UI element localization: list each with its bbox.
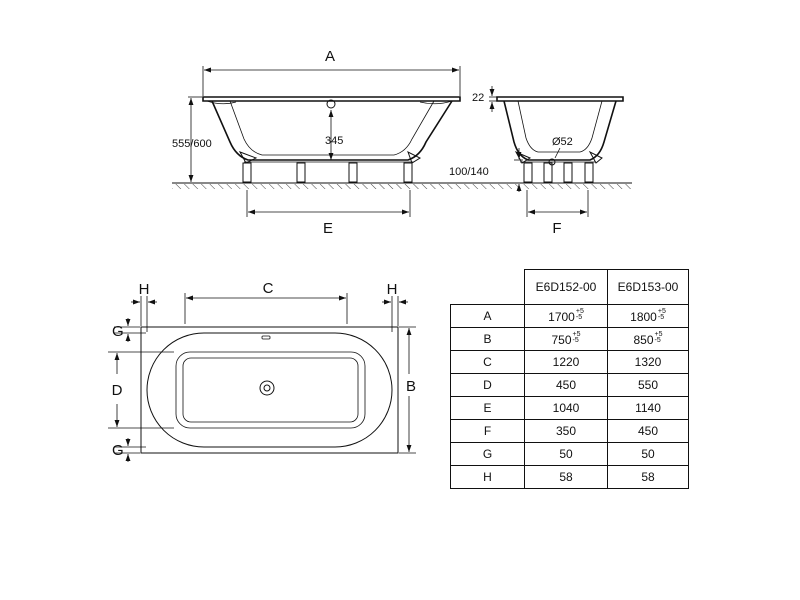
- table-value: 1220: [552, 355, 580, 369]
- table-value: 1700: [548, 309, 575, 324]
- table-header-blank: [450, 269, 525, 305]
- table-value: 58: [641, 470, 655, 484]
- tolerance-minus: -5: [575, 313, 583, 321]
- dimension-c-label: C: [263, 280, 274, 297]
- dimension-d-label: D: [112, 382, 123, 399]
- dimension-f-label: F: [552, 220, 561, 237]
- table-value: 1800: [630, 309, 657, 324]
- table-row: D 450 550: [450, 373, 689, 397]
- table-value-cell: 1220: [524, 350, 608, 374]
- table-value: 1040: [552, 401, 580, 415]
- pipe-diameter-label: Ø52: [552, 136, 573, 148]
- table-value: 350: [555, 424, 577, 438]
- table-value-cell: 50: [524, 442, 608, 466]
- table-value: 1140: [635, 401, 661, 415]
- tolerance-label: +5-5: [657, 307, 666, 321]
- table-dim-cell: C: [450, 350, 525, 374]
- table-value: 1320: [634, 355, 662, 369]
- rim-label: 22: [472, 92, 484, 104]
- plan-basin-outer: [175, 351, 366, 429]
- tolerance-minus: -5: [654, 336, 661, 344]
- table-value-cell: 850+5-5: [607, 327, 689, 351]
- side-legs: [242, 162, 413, 183]
- table-row: C 1220 1320: [450, 350, 689, 374]
- table-value-cell: 450: [524, 373, 608, 397]
- table-value-cell: 1700+5-5: [524, 304, 608, 328]
- table-value-cell: 58: [607, 465, 689, 489]
- table-value: 450: [637, 424, 659, 438]
- table-value: 50: [559, 447, 573, 461]
- table-value-cell: 1800+5-5: [607, 304, 689, 328]
- dimension-h-right-label: H: [387, 281, 398, 298]
- overflow-icon: [326, 99, 336, 109]
- dimension-g-top-label: G: [112, 323, 124, 340]
- tolerance-label: +5-5: [654, 330, 663, 344]
- dimension-b-label: B: [406, 378, 416, 395]
- table-value-cell: 1040: [524, 396, 608, 420]
- plan-inner-rim: [146, 332, 393, 448]
- dimension-g-bottom-label: G: [112, 442, 124, 459]
- table-dim-cell: E: [450, 396, 525, 420]
- table-value-cell: 50: [607, 442, 689, 466]
- tolerance-plus: +5: [572, 330, 581, 338]
- plan-outer-rim: [140, 326, 399, 454]
- table-value-cell: 550: [607, 373, 689, 397]
- table-value: 550: [637, 378, 659, 392]
- table-value: 850: [633, 332, 654, 347]
- tolerance-plus: +5: [654, 330, 663, 338]
- overflow-slot-icon: [261, 335, 271, 340]
- table-header-model-1: E6D152-00: [524, 269, 608, 305]
- table-value: 750: [551, 332, 572, 347]
- tolerance-label: +5-5: [575, 307, 584, 321]
- end-tub-shell: [503, 100, 617, 161]
- dimension-a-label: A: [325, 48, 335, 65]
- leg-height-label: 100/140: [449, 166, 489, 178]
- table-row: G 50 50: [450, 442, 689, 466]
- table-value-cell: 58: [524, 465, 608, 489]
- table-header-model-2: E6D153-00: [607, 269, 689, 305]
- table-row: F 350 450: [450, 419, 689, 443]
- table-value: 450: [555, 378, 577, 392]
- table-value-cell: 1140: [607, 396, 689, 420]
- height-label: 555/600: [172, 138, 212, 150]
- table-header-row: E6D152-00 E6D153-00: [450, 269, 689, 305]
- dimension-e-label: E: [323, 220, 333, 237]
- drain-icon: [259, 380, 275, 396]
- end-legs: [523, 162, 594, 183]
- floor-hatch: [172, 184, 632, 189]
- table-value: 50: [641, 447, 655, 461]
- side-tub-rim: [202, 96, 461, 102]
- table-value: 58: [559, 470, 573, 484]
- tolerance-plus: +5: [657, 307, 666, 315]
- tolerance-minus: -5: [657, 313, 665, 321]
- table-row: E 1040 1140: [450, 396, 689, 420]
- plan-view: C H H G G D B: [108, 280, 416, 462]
- tolerance-minus: -5: [572, 336, 579, 344]
- tolerance-label: +5-5: [572, 330, 581, 344]
- table-row: H 58 58: [450, 465, 689, 489]
- table-value-cell: 1320: [607, 350, 689, 374]
- table-value-cell: 350: [524, 419, 608, 443]
- side-view: A 345 555/600 E: [172, 48, 632, 237]
- pipe-leader-line: [554, 147, 561, 159]
- end-tub-rim: [496, 96, 624, 102]
- table-value-cell: 450: [607, 419, 689, 443]
- table-dim-cell: G: [450, 442, 525, 466]
- plan-basin-inner: [182, 357, 359, 423]
- table-dim-cell: A: [450, 304, 525, 328]
- table-dim-cell: H: [450, 465, 525, 489]
- table-value-cell: 750+5-5: [524, 327, 608, 351]
- table-dim-cell: D: [450, 373, 525, 397]
- inner-depth-label: 345: [325, 135, 343, 147]
- table-dim-cell: B: [450, 327, 525, 351]
- table-dim-cell: F: [450, 419, 525, 443]
- side-tub-shell: [211, 100, 453, 161]
- dimension-h-left-label: H: [139, 281, 150, 298]
- tolerance-plus: +5: [575, 307, 584, 315]
- end-view: 22 Ø52 100/140 F: [449, 86, 624, 237]
